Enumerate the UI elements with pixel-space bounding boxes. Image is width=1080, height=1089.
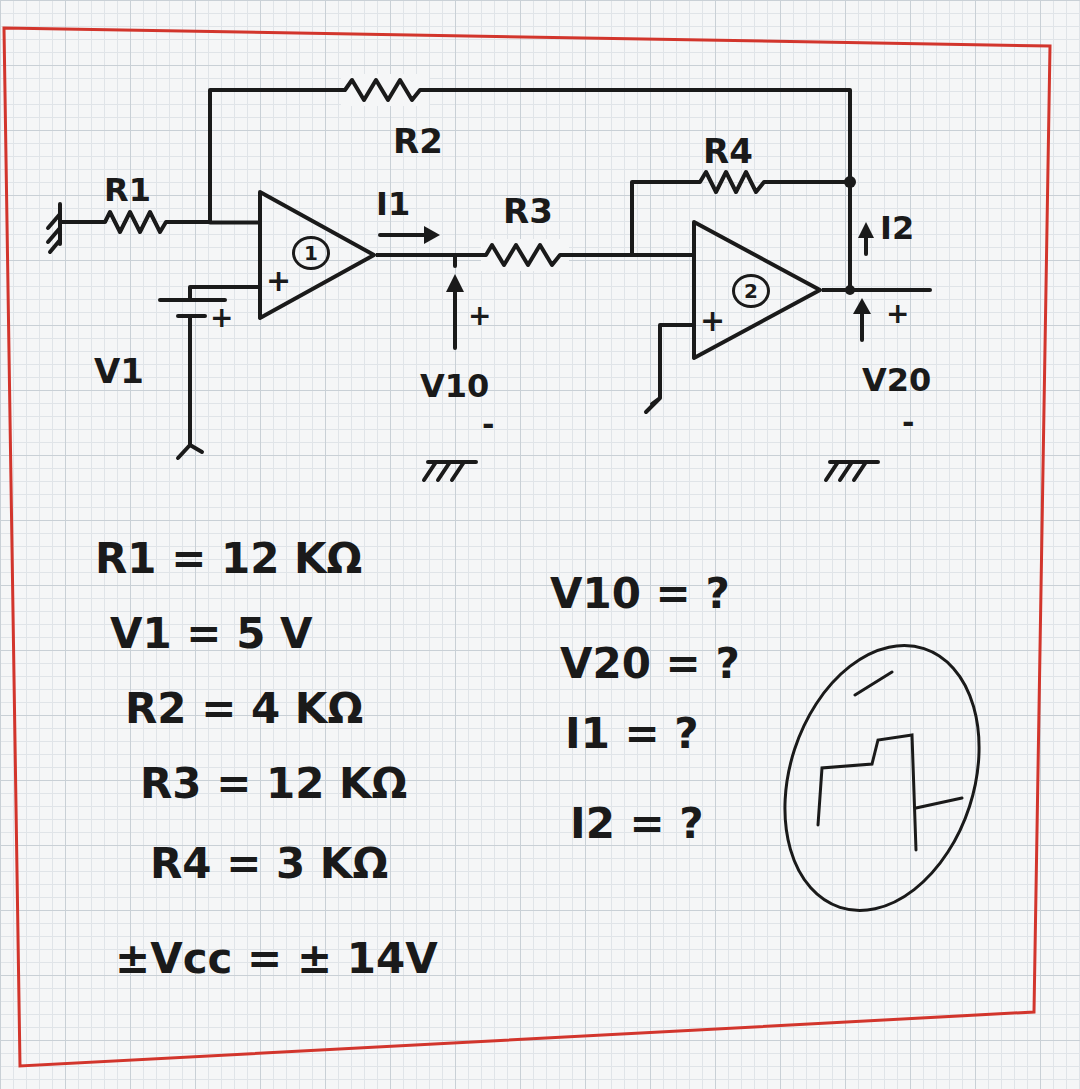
ground-symbol bbox=[48, 204, 60, 252]
resistor-symbol bbox=[338, 80, 432, 100]
given-value: R2 = 4 KΩ bbox=[125, 685, 363, 733]
given-value: V10 = ? bbox=[550, 570, 730, 618]
resistor-symbol bbox=[60, 212, 210, 232]
doodle bbox=[818, 672, 962, 850]
arrow-head bbox=[858, 222, 874, 238]
resistor-symbol bbox=[632, 172, 850, 255]
given-value: V20 = ? bbox=[560, 640, 740, 688]
ground-symbol bbox=[424, 462, 476, 480]
pin-sign: + bbox=[700, 306, 725, 336]
component-label: R2 bbox=[393, 122, 443, 161]
given-value: I2 = ? bbox=[570, 800, 704, 848]
ground-symbol bbox=[646, 325, 692, 412]
component-label: + bbox=[886, 298, 909, 330]
component-label: V1 bbox=[94, 352, 144, 391]
component-label: + bbox=[210, 302, 233, 334]
ground-symbol bbox=[178, 316, 202, 458]
given-value: I1 = ? bbox=[565, 710, 699, 758]
component-label: R3 bbox=[503, 192, 553, 231]
component-label: + bbox=[468, 300, 491, 332]
pin-sign: + bbox=[266, 266, 291, 296]
wire-connector bbox=[210, 90, 850, 290]
resistor-ground bbox=[341, 74, 429, 106]
wire bbox=[850, 288, 930, 292]
given-value: V1 = 5 V bbox=[110, 610, 313, 658]
voltage-arrow bbox=[860, 312, 864, 340]
component-label: - bbox=[902, 406, 914, 441]
opamp-number: 2 bbox=[732, 274, 770, 308]
arrow-head bbox=[424, 226, 440, 244]
doodle bbox=[752, 620, 1011, 936]
arrow-head bbox=[446, 274, 464, 292]
opamp-number: 1 bbox=[292, 236, 330, 270]
resistor-symbol bbox=[478, 245, 572, 265]
component-label: I1 bbox=[376, 186, 410, 223]
voltage-arrow bbox=[453, 290, 457, 348]
component-label: R4 bbox=[703, 132, 753, 171]
ground-symbol bbox=[826, 462, 878, 480]
given-value: ±Vcc = ± 14V bbox=[115, 935, 438, 983]
component-label: R1 bbox=[104, 172, 151, 209]
component-label: V20 bbox=[862, 362, 931, 399]
arrow-head bbox=[853, 298, 871, 314]
opamp-triangle: +2 bbox=[692, 220, 822, 360]
given-value: R4 = 3 KΩ bbox=[150, 840, 388, 888]
opamp-triangle: +1 bbox=[258, 190, 376, 320]
given-value: R3 = 12 KΩ bbox=[140, 760, 407, 808]
current-arrow bbox=[380, 233, 426, 237]
component-label: - bbox=[482, 408, 494, 443]
component-label: V10 bbox=[420, 368, 489, 405]
resistor-ground bbox=[481, 239, 569, 271]
component-label: I2 bbox=[880, 210, 914, 247]
current-arrow bbox=[864, 236, 868, 254]
frame-border bbox=[4, 28, 1050, 1066]
given-value: R1 = 12 KΩ bbox=[95, 535, 362, 583]
